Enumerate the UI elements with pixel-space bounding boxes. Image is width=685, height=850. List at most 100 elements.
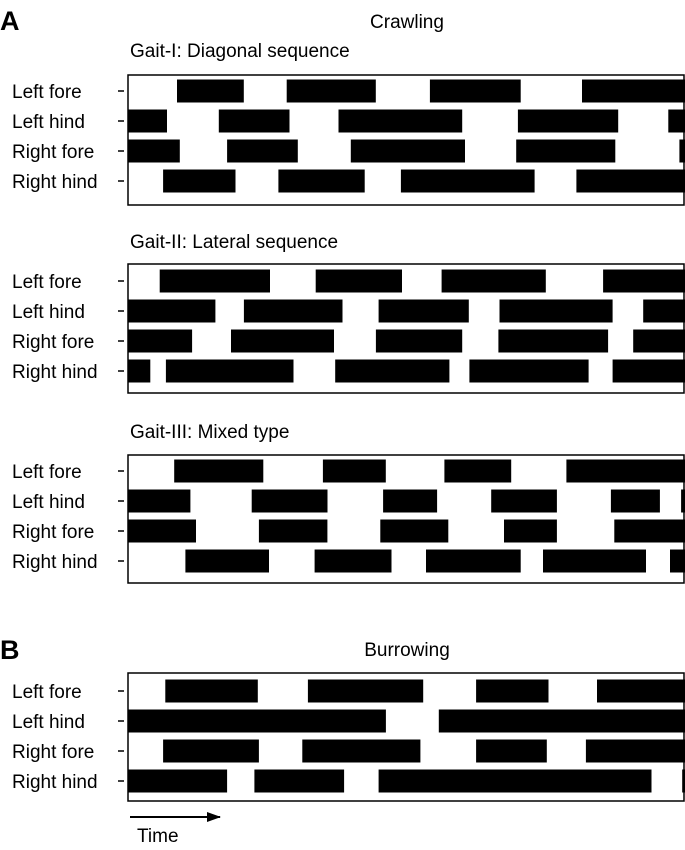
panel-a-title: Crawling [370, 12, 444, 33]
panel-b-title: Burrowing [364, 640, 450, 661]
stance-bar [165, 679, 258, 703]
stance-bar [254, 769, 345, 793]
stance-bar [177, 79, 244, 103]
stance-bar [576, 169, 685, 193]
stance-bar [128, 139, 180, 163]
limb-label: Right fore [12, 332, 94, 353]
stance-bar [543, 549, 646, 573]
stance-bar [476, 679, 549, 703]
stance-bar [350, 139, 465, 163]
stance-bar [681, 489, 685, 513]
stance-bar [278, 169, 365, 193]
stance-bar [128, 359, 151, 383]
stance-bar [128, 329, 193, 353]
stance-bar [668, 109, 685, 133]
stance-bar [315, 269, 402, 293]
gait-title: Gait-II: Lateral sequence [130, 232, 338, 253]
stance-bar [429, 79, 521, 103]
stance-bar [670, 549, 685, 573]
limb-label: Right hind [12, 772, 98, 793]
gait-frame [127, 454, 685, 584]
stance-bar [128, 769, 228, 793]
stance-bar [682, 769, 685, 793]
stance-bar [128, 489, 191, 513]
stance-bar [504, 519, 557, 543]
stance-bar [679, 139, 685, 163]
stance-bar [165, 359, 294, 383]
stance-bar [128, 519, 196, 543]
stance-bar [378, 299, 469, 323]
limb-label: Left fore [12, 272, 82, 293]
stance-bar [610, 489, 660, 513]
stance-bar [469, 359, 589, 383]
stance-bar [286, 79, 376, 103]
gait-title: Gait-III: Mixed type [130, 422, 289, 443]
limb-label: Right hind [12, 362, 98, 383]
stance-bar [612, 359, 685, 383]
stance-bar [338, 109, 463, 133]
stance-bar [163, 169, 236, 193]
stance-bar [128, 709, 386, 733]
stance-bar [251, 489, 328, 513]
stance-bar [476, 739, 547, 763]
stance-bar [335, 359, 450, 383]
stance-bar [441, 269, 546, 293]
stance-bar [603, 269, 685, 293]
stance-bar [499, 299, 613, 323]
stance-bar [218, 109, 290, 133]
stance-bar [614, 519, 685, 543]
stance-bar [566, 459, 685, 483]
stance-bar [375, 329, 463, 353]
stance-bar [582, 79, 685, 103]
stance-bar [380, 519, 449, 543]
stance-bar [633, 329, 685, 353]
stance-bar [491, 489, 557, 513]
stance-bar [383, 489, 438, 513]
stance-bar [585, 739, 685, 763]
stance-bar [185, 549, 269, 573]
limb-label: Right hind [12, 172, 98, 193]
stance-bar [128, 299, 216, 323]
stance-bar [516, 139, 616, 163]
stance-bar [302, 739, 421, 763]
stance-bar [307, 679, 424, 703]
stance-bar [378, 769, 652, 793]
gait-frame [127, 672, 685, 802]
stance-bar [498, 329, 609, 353]
limb-label: Left hind [12, 492, 85, 513]
limb-label: Left hind [12, 112, 85, 133]
limb-label: Right hind [12, 552, 98, 573]
stance-bar [128, 109, 167, 133]
time-label: Time [137, 826, 179, 847]
gait-frame [127, 263, 685, 394]
stance-bar [231, 329, 334, 353]
stance-bar [258, 519, 328, 543]
stance-bar [444, 459, 512, 483]
panel-a-letter: A [0, 6, 20, 36]
stance-bar [163, 739, 259, 763]
stance-bar [174, 459, 264, 483]
limb-label: Left hind [12, 712, 85, 733]
limb-label: Left hind [12, 302, 85, 323]
stance-bar [243, 299, 343, 323]
stance-bar [597, 679, 685, 703]
limb-label: Left fore [12, 462, 82, 483]
limb-label: Right fore [12, 522, 94, 543]
stance-bar [322, 459, 386, 483]
stance-bar [314, 549, 392, 573]
gait-title: Gait-I: Diagonal sequence [130, 41, 350, 62]
limb-label: Right fore [12, 742, 94, 763]
stance-bar [227, 139, 298, 163]
stance-bar [426, 549, 521, 573]
stance-bar [517, 109, 619, 133]
panel-b-letter: B [0, 635, 20, 665]
stance-bar [159, 269, 270, 293]
limb-label: Left fore [12, 682, 82, 703]
stance-bar [400, 169, 535, 193]
